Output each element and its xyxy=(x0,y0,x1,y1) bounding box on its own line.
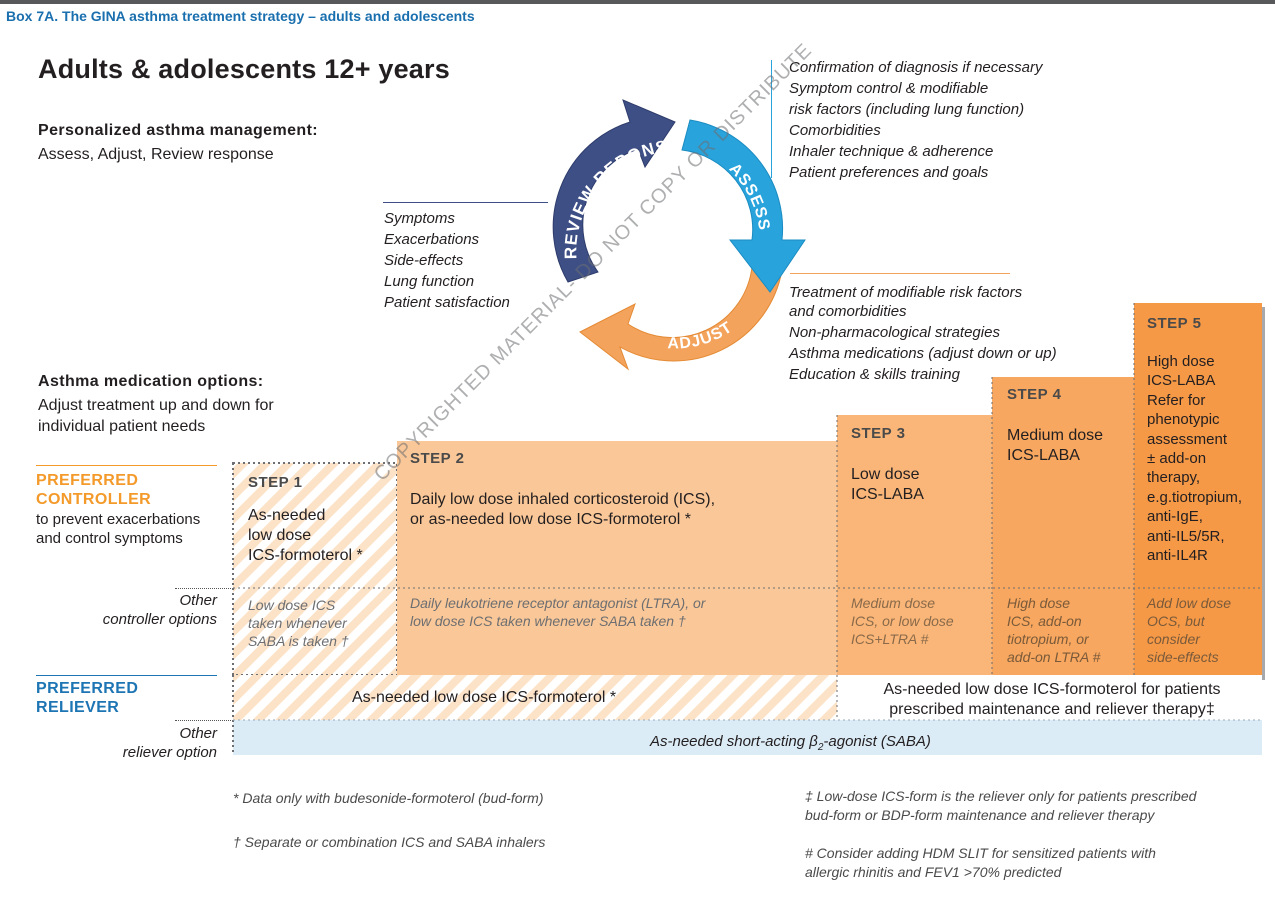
adjust-list: Treatment of modifiable risk factors and… xyxy=(789,283,1057,384)
step3-box xyxy=(837,415,992,675)
review-list: Symptoms Exacerbations Side-effects Lung… xyxy=(384,208,510,313)
saba-row xyxy=(233,720,1262,755)
adjust-item: Treatment of modifiable risk factors and… xyxy=(789,284,1023,320)
reliever-rule xyxy=(36,675,217,676)
main-title: Adults & adolescents 12+ years xyxy=(38,54,450,84)
assess-item: Patient preferences and goals xyxy=(789,164,989,181)
step1-other: Low dose ICS taken whenever SABA is take… xyxy=(248,597,349,649)
step2-preferred: Daily low dose inhaled corticosteroid (I… xyxy=(410,491,716,528)
reliever-steps-1-2: As-needed low dose ICS-formoterol * xyxy=(352,689,617,706)
other-reliever-rule xyxy=(175,720,233,721)
footnotes-left: * Data only with budesonide-formoterol (… xyxy=(233,768,545,872)
top-bar xyxy=(0,0,1275,4)
step5-title: STEP 5 xyxy=(1147,315,1202,332)
reliever-row-plain xyxy=(837,675,1262,720)
step4-box xyxy=(992,377,1134,675)
review-item: Side-effects xyxy=(384,252,464,269)
footnote: † Separate or combination ICS and SABA i… xyxy=(233,834,546,850)
assess-item: Inhaler technique & adherence xyxy=(789,143,994,160)
assess-arrow xyxy=(681,119,806,293)
reliever-row-hatched xyxy=(233,675,837,720)
other-controller-label: Other controller options xyxy=(102,592,217,628)
step1-box xyxy=(232,462,398,676)
footnote: ‡ Low-dose ICS-form is the reliever only… xyxy=(805,788,1197,823)
management-cycle: REVIEW REPONSE ASSESS ADJUST xyxy=(552,99,806,371)
preferred-controller-label: PREFERRED CONTROLLER xyxy=(36,472,152,508)
step2-title: STEP 2 xyxy=(410,450,465,467)
saba-label: As-needed short-acting β2-agonist (SABA) xyxy=(650,733,931,753)
steps-staircase xyxy=(232,303,1265,755)
review-item: Exacerbations xyxy=(384,231,480,248)
step1-title: STEP 1 xyxy=(248,474,303,491)
step3-other: Medium dose ICS, or low dose ICS+LTRA # xyxy=(851,595,954,647)
preferred-controller-sub: to prevent exacerbations and control sym… xyxy=(36,511,201,547)
step3-preferred: Low dose ICS-LABA xyxy=(851,466,924,503)
step4-other: High dose ICS, add-on tiotropium, or add… xyxy=(1007,595,1101,665)
step4-preferred: Medium dose ICS-LABA xyxy=(1007,427,1104,464)
assess-item: Comorbidities xyxy=(789,122,881,139)
review-arrow xyxy=(552,99,676,283)
assess-list: Confirmation of diagnosis if necessary S… xyxy=(789,57,1042,183)
adjust-arrow xyxy=(579,266,783,371)
footnote: * Data only with budesonide-formoterol (… xyxy=(233,790,544,806)
adjust-rule xyxy=(790,273,1010,274)
preferred-reliever-label: PREFERRED RELIEVER xyxy=(36,680,139,716)
medication-heading: Asthma medication options: xyxy=(38,373,264,390)
review-rule xyxy=(383,202,548,203)
review-item: Lung function xyxy=(384,273,475,290)
assess-item: Symptom control & modifiable risk factor… xyxy=(789,80,1025,118)
assess-rule xyxy=(771,60,772,178)
step2-other: Daily leukotriene receptor antagonist (L… xyxy=(410,595,706,629)
box-title: Box 7A. The GINA asthma treatment strate… xyxy=(6,8,475,24)
personalized-sub: Assess, Adjust, Review response xyxy=(38,146,274,163)
other-reliever-label: Other reliever option xyxy=(122,725,217,761)
adjust-item: Education & skills training xyxy=(789,366,960,383)
step1-preferred: As-needed low dose ICS-formoterol * xyxy=(248,507,363,564)
step5-preferred: High dose ICS-LABA Refer for phenotypic … xyxy=(1147,353,1243,565)
review-item: Symptoms xyxy=(384,210,455,227)
step4-title: STEP 4 xyxy=(1007,386,1062,403)
step3-title: STEP 3 xyxy=(851,425,906,442)
step5-box xyxy=(1134,303,1262,675)
step5-other: Add low dose OCS, but consider side-effe… xyxy=(1147,595,1232,665)
step2-box xyxy=(397,441,837,675)
reliever-steps-3-5: As-needed low dose ICS-formoterol for pa… xyxy=(883,681,1221,718)
adjust-item: Asthma medications (adjust down or up) xyxy=(789,345,1057,362)
controller-rule xyxy=(36,465,217,466)
assess-item: Confirmation of diagnosis if necessary xyxy=(789,59,1043,76)
medication-sub: Adjust treatment up and down for individ… xyxy=(38,397,274,435)
review-item: Patient satisfaction xyxy=(384,294,510,311)
personalized-heading: Personalized asthma management: xyxy=(38,122,319,139)
adjust-item: Non-pharmacological strategies xyxy=(789,324,1000,341)
footnotes-right: ‡ Low-dose ICS-form is the reliever only… xyxy=(805,768,1196,901)
